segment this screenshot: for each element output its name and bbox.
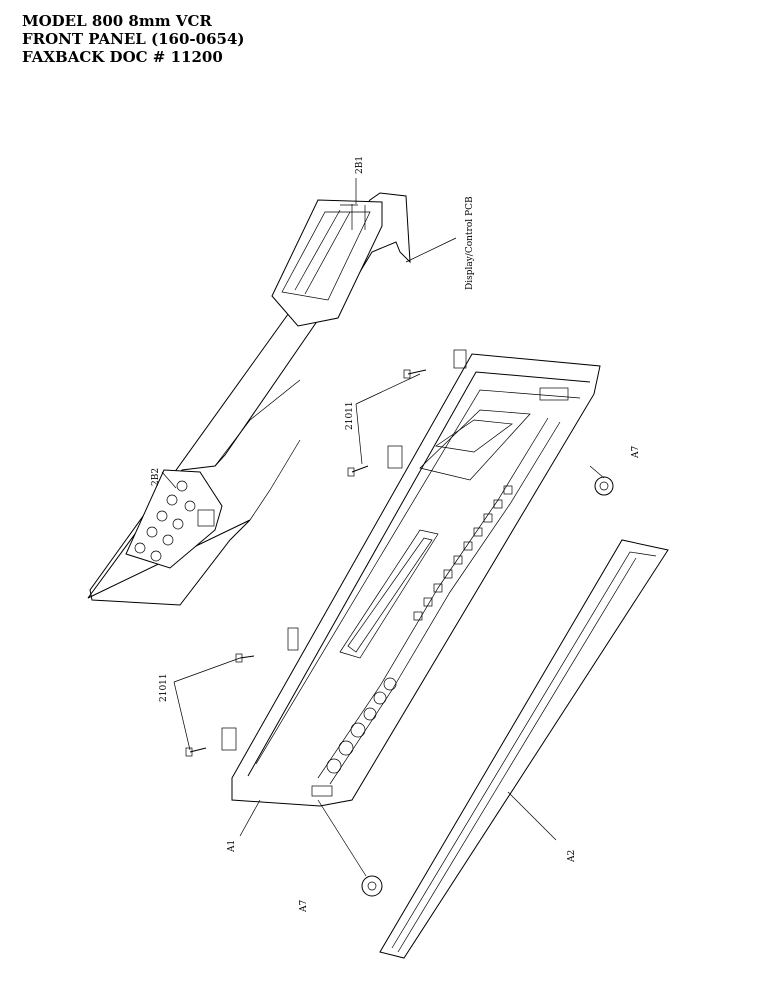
screw-top-right	[403, 369, 427, 379]
knob-a7-bottom	[361, 875, 383, 897]
label-a1: A1	[227, 840, 237, 853]
trim-strip-a2	[379, 539, 669, 959]
title-doc: FAXBACK DOC # 11200	[22, 48, 223, 66]
label-a2-group: A2	[567, 850, 577, 863]
label-2b2: 2B2	[151, 468, 161, 486]
label-display-pcb: Display/Control PCB	[465, 196, 475, 290]
label-a7-bottom: A7	[299, 900, 309, 913]
label-screw-top: 21011	[345, 401, 355, 430]
front-panel-a1	[221, 349, 601, 807]
label-a1-group: A1	[227, 840, 237, 853]
label-a7-right-group: A7	[631, 446, 641, 459]
label-a2: A2	[567, 850, 577, 863]
screw-top-left	[347, 465, 369, 477]
knob-a7-right	[594, 476, 614, 496]
connector-2b2	[125, 469, 223, 569]
label-2b2-group: 2B2	[151, 468, 161, 486]
label-a7-right: A7	[631, 446, 641, 459]
title-model: MODEL 800 8mm VCR	[22, 12, 212, 30]
label-2b1: 2B1	[355, 156, 365, 174]
label-a7-bottom-group: A7	[299, 900, 309, 913]
title-panel: FRONT PANEL (160-0654)	[22, 30, 245, 48]
label-screw-left-group: 21011	[159, 673, 169, 702]
connector-2b1	[271, 199, 383, 327]
label-display-pcb-group: Display/Control PCB	[465, 196, 475, 290]
screw-low	[185, 747, 207, 757]
leader-lines	[161, 178, 605, 877]
label-screw-top-group: 21011	[345, 401, 355, 430]
document-title: MODEL 800 8mm VCR FRONT PANEL (160-0654)…	[22, 12, 245, 66]
screw-mid	[235, 653, 255, 663]
label-2b1-group: 2B1	[355, 156, 365, 174]
label-screw-left: 21011	[159, 673, 169, 702]
